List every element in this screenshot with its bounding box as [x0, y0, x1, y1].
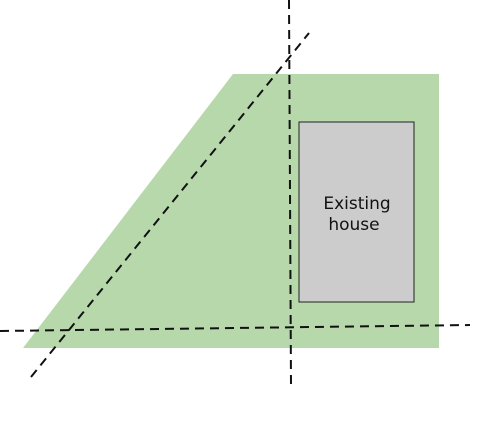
diagonal-dashed-line [30, 32, 310, 378]
lot-area-triangle [23, 74, 234, 348]
horizontal-dashed-line [0, 324, 471, 332]
house-label-line2: house [328, 215, 379, 235]
house-label-line1: Existing [323, 194, 390, 214]
existing-house-footprint [298, 121, 415, 303]
vertical-dashed-line [288, 0, 292, 387]
